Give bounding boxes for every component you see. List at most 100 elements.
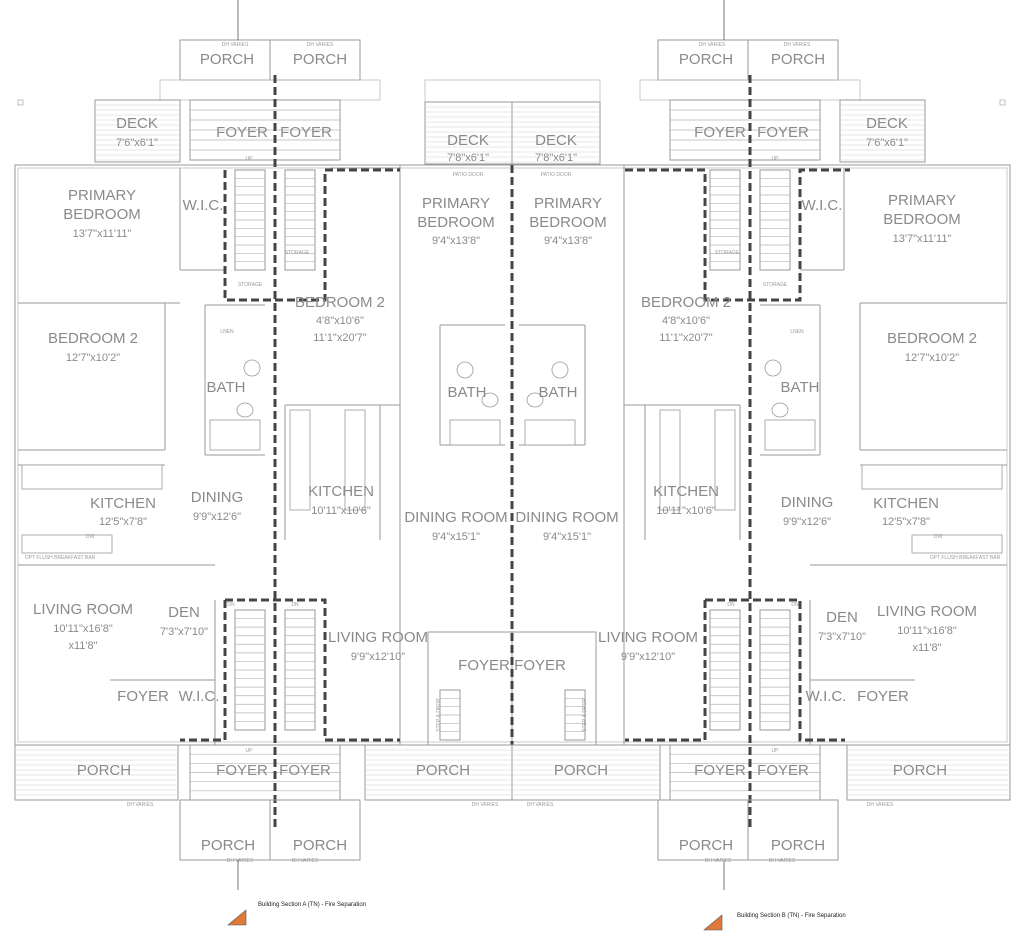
- room-label: BATH: [448, 384, 487, 401]
- patio-door-note: PATIO DOOR: [541, 172, 572, 178]
- room-labels: PORCH PORCH PORCH PORCH DECK 7'6"x6'1" F…: [33, 51, 977, 854]
- room-label: FOYER: [757, 762, 809, 779]
- room-dimension: 9'4"x15'1": [543, 531, 591, 543]
- stairs: [189, 99, 821, 801]
- room-dimension: 4'8"x10'6": [316, 315, 364, 327]
- room-label: DINING ROOM: [404, 509, 507, 526]
- dh-note: DH VARIES: [222, 42, 249, 48]
- room-label: DEN: [168, 604, 200, 621]
- room-dimension: 10'11"x16'8": [53, 623, 113, 635]
- room-dimension: 10'11"x10'6": [656, 505, 716, 517]
- room-dimension: 13'7"x11'11": [73, 228, 132, 240]
- room-label: DECK: [866, 115, 908, 132]
- room-label: PORCH: [771, 51, 825, 68]
- dh-note: DH VARIES: [307, 42, 334, 48]
- room-label: KITCHEN: [653, 483, 719, 500]
- room-label: FOYER: [757, 124, 809, 141]
- room-label: DECK: [535, 132, 577, 149]
- decks: [94, 99, 926, 165]
- room-label: BEDROOM 2: [887, 330, 977, 347]
- room-dimension: 12'5"x7'8": [99, 516, 147, 528]
- stair-note: UP: [772, 748, 780, 754]
- top-porches: [159, 39, 861, 103]
- section-b-marker: [703, 914, 723, 931]
- room-label: PORCH: [554, 762, 608, 779]
- room-label: BEDROOM 2: [48, 330, 138, 347]
- room-label: PRIMARY: [422, 195, 490, 212]
- room-dimension: 11'1"x20'7": [313, 332, 366, 344]
- room-label: PORCH: [679, 51, 733, 68]
- room-label: FOYER: [514, 657, 566, 674]
- room-label: W.I.C.: [179, 688, 220, 705]
- room-label: FOYER: [216, 124, 268, 141]
- storage-note: STORAGE: [715, 250, 740, 256]
- room-dimension: 9'4"x15'1": [432, 531, 480, 543]
- room-dimension: 9'9"x12'10": [351, 651, 405, 663]
- room-label: LIVING ROOM: [598, 629, 698, 646]
- room-label: FOYER: [117, 688, 169, 705]
- room-label: FOYER: [280, 124, 332, 141]
- room-dimension: 9'4"x13'8": [432, 235, 480, 247]
- room-dimension: 7'3"x7'10": [818, 631, 866, 643]
- room-label: PORCH: [77, 762, 131, 779]
- room-label: LIVING ROOM: [877, 603, 977, 620]
- annotations: STORAGE STORAGE STORAGE STORAGE PATIO DO…: [25, 42, 1001, 864]
- room-dimension: x11'8": [912, 642, 941, 654]
- room-label: FOYER: [694, 762, 746, 779]
- room-label: W.I.C.: [806, 688, 847, 705]
- room-label: PRIMARY: [534, 195, 602, 212]
- room-dimension: 9'9"x12'10": [621, 651, 675, 663]
- lnen-note: LNEN: [220, 329, 234, 335]
- room-dimension: 4'8"x10'6": [662, 315, 710, 327]
- room-label: PRIMARY: [888, 192, 956, 209]
- fire-separation-walls: [180, 75, 850, 830]
- room-dimension: 7'8"x6'1": [535, 152, 577, 164]
- room-label: BATH: [539, 384, 578, 401]
- room-label: PORCH: [201, 837, 255, 854]
- stair-note: DN: [291, 602, 299, 608]
- step-note: STEP & DROP: [436, 698, 442, 732]
- dh-note: DH VARIES: [867, 802, 894, 808]
- stair-note: DN: [227, 602, 235, 608]
- dh-note: DH VARIES: [472, 802, 499, 808]
- dh-note: DH VARIES: [705, 858, 732, 864]
- bottom-porches: [14, 744, 1011, 861]
- room-dimension: 7'6"x6'1": [116, 137, 158, 149]
- room-dimension: 12'7"x10'2": [66, 352, 120, 364]
- patio-door-note: PATIO DOOR: [453, 172, 484, 178]
- room-dimension: 12'7"x10'2": [905, 352, 959, 364]
- room-label: DEN: [826, 609, 858, 626]
- room-label: PRIMARY: [68, 187, 136, 204]
- room-label: BEDROOM: [883, 211, 961, 228]
- bar-note: OPT FLUSH BREAKFAST BAR: [25, 555, 96, 561]
- room-label: W.I.C.: [802, 197, 843, 214]
- fixtures: [21, 359, 1003, 554]
- room-dimension: 9'9"x12'6": [193, 511, 241, 523]
- stair-note: DN: [791, 602, 799, 608]
- room-dimension: 12'5"x7'8": [882, 516, 930, 528]
- stair-note: UP: [246, 156, 254, 162]
- room-label: BATH: [781, 379, 820, 396]
- dw-note: DW: [934, 534, 943, 540]
- section-a-caption: Building Section A (TN) - Fire Separatio…: [258, 902, 366, 908]
- dh-note: DH VARIES: [227, 858, 254, 864]
- room-label: FOYER: [216, 762, 268, 779]
- room-dimension: x11'8": [68, 640, 97, 652]
- room-dimension: 11'1"x20'7": [659, 332, 712, 344]
- room-label: PORCH: [200, 51, 254, 68]
- room-label: PORCH: [893, 762, 947, 779]
- room-dimension: 9'4"x13'8": [544, 235, 592, 247]
- room-label: BEDROOM 2: [295, 294, 385, 311]
- storage-note: STORAGE: [238, 282, 263, 288]
- bar-note: OPT FLUSH BREAKFAST BAR: [930, 555, 1001, 561]
- room-label: KITCHEN: [873, 495, 939, 512]
- room-label: PORCH: [771, 837, 825, 854]
- storage-note: STORAGE: [285, 250, 310, 256]
- dh-note: DH VARIES: [699, 42, 726, 48]
- captions: Building Section A (TN) - Fire Separatio…: [258, 902, 846, 919]
- stair-note: UP: [246, 748, 254, 754]
- room-dimension: 7'3"x7'10": [160, 626, 208, 638]
- room-label: BEDROOM: [417, 214, 495, 231]
- room-label: BEDROOM 2: [641, 294, 731, 311]
